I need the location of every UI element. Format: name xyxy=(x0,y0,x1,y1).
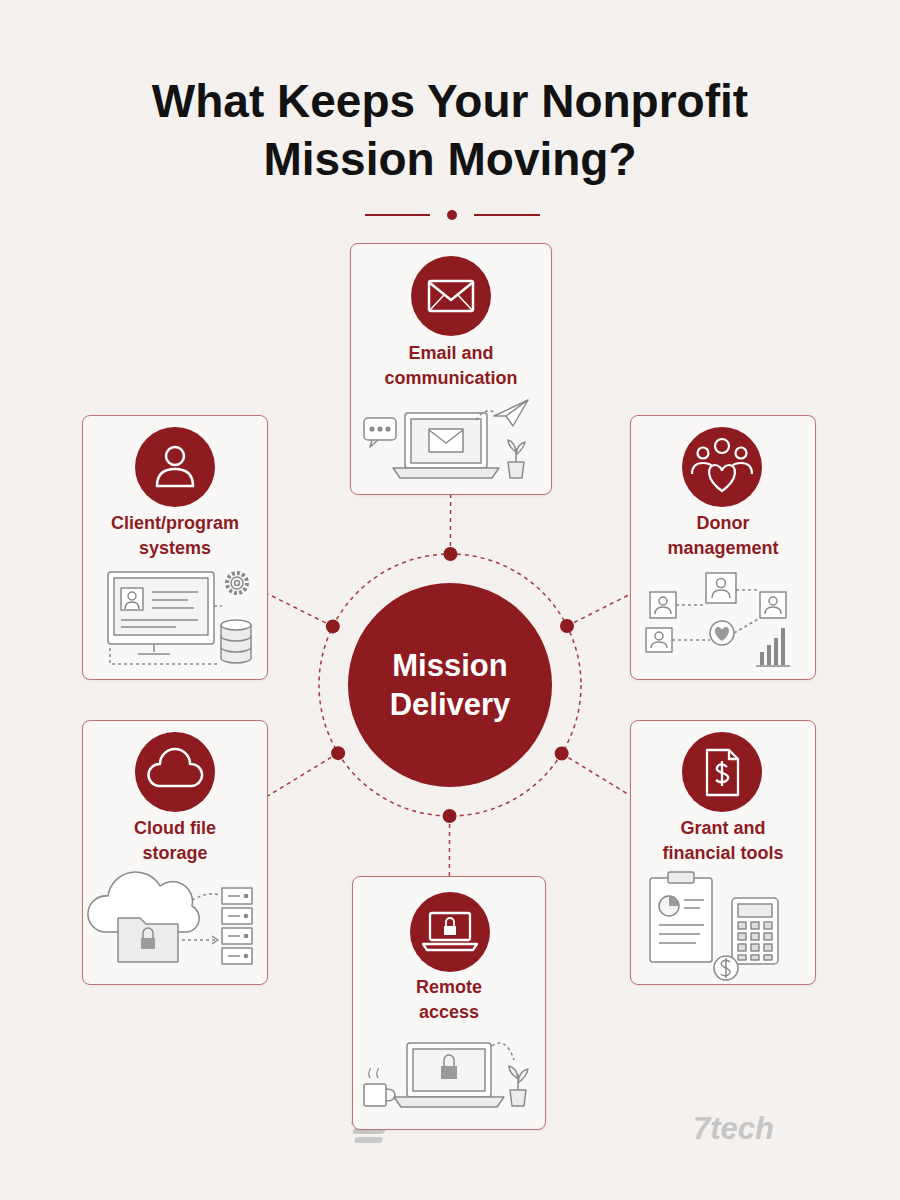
ring-dot xyxy=(326,619,340,633)
remote-illustration xyxy=(364,1043,528,1107)
icon-badges xyxy=(135,256,762,972)
service-box: Client/program systems xyxy=(82,415,268,680)
box-label: Cloud file storage xyxy=(105,816,245,866)
hub-circle: Mission Delivery xyxy=(318,553,582,817)
service-box: Donor management xyxy=(630,415,816,680)
dashed-connector xyxy=(450,495,452,554)
document-dollar-icon xyxy=(707,750,738,795)
dashed-connector xyxy=(562,754,630,796)
donor-illustration xyxy=(646,573,790,666)
person-icon xyxy=(157,447,193,486)
ring-dot xyxy=(443,547,457,561)
text-group: Mission Delivery xyxy=(318,553,582,817)
title-ornament xyxy=(365,210,540,220)
laptop-lock-icon xyxy=(423,913,477,950)
service-box: Cloud file storage xyxy=(82,720,268,985)
text-group: Client/program systems xyxy=(83,511,267,561)
diagram-title: What Keeps Your Nonprofit Mission Moving… xyxy=(151,72,749,188)
text-group: Email and communication xyxy=(351,341,551,391)
text-group: Remote access xyxy=(353,975,545,1025)
ring-dot xyxy=(331,746,345,760)
service-box: Grant and financial tools xyxy=(630,720,816,985)
text-group: Cloud file storage xyxy=(83,816,267,866)
client-illustration xyxy=(108,572,251,664)
dashed-connector xyxy=(268,753,338,796)
dashed-connector xyxy=(567,594,630,626)
envelope-icon xyxy=(429,281,473,311)
box-label: Email and communication xyxy=(381,341,521,391)
donor-icon xyxy=(692,439,752,491)
box-label: Client/program systems xyxy=(105,511,245,561)
service-box: Email and communication xyxy=(350,243,552,495)
ring-dot xyxy=(443,809,457,823)
cloud-icon xyxy=(148,749,202,786)
email-illustration xyxy=(364,400,528,478)
text-group: Grant and financial tools xyxy=(631,816,815,866)
hub-label: Mission Delivery xyxy=(365,646,535,724)
hub-ring xyxy=(319,554,581,816)
hub-fill xyxy=(348,583,552,787)
box-label: Remote access xyxy=(394,975,504,1025)
cloud-storage-illustration xyxy=(88,872,252,964)
ring-dot xyxy=(555,747,569,761)
dashed-connector xyxy=(449,816,451,876)
box-label: Donor management xyxy=(653,511,793,561)
text-group: Donor management xyxy=(631,511,815,561)
box-label: Grant and financial tools xyxy=(653,816,793,866)
service-box: Remote access xyxy=(352,876,546,1130)
watermark: 7tech xyxy=(693,1111,774,1147)
ring-dot xyxy=(560,619,574,633)
grant-illustration xyxy=(650,872,778,980)
hub-shape xyxy=(318,553,582,817)
dashed-connector xyxy=(268,594,333,626)
